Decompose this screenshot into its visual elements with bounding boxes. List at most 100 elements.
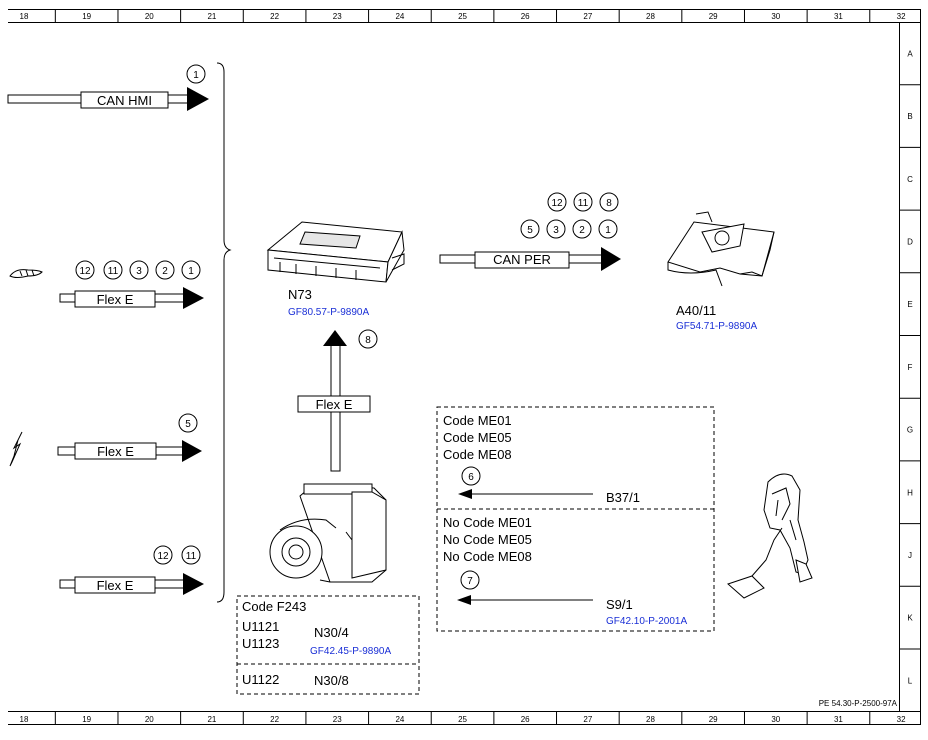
a40-11-display-unit: A40/11 GF54.71-P-9890A [667,211,775,332]
code-box-f243: Code F243 U1121 U1123 N30/4 GF42.45-P-98… [236,595,420,695]
column-label: 27 [583,715,592,724]
column-label: 29 [709,715,718,724]
flex-e-connection-1: Flex E 12 11 3 2 1 [9,260,204,309]
a40-11-label: A40/11 [676,303,716,318]
callout-number: 6 [468,472,474,483]
code-f243-label: Code F243 [242,599,306,614]
column-grid-ticks: 1818191920202121222223232424252526262727… [20,9,906,725]
code-me01: Code ME01 [443,413,512,428]
n30-4-label: N30/4 [314,625,349,640]
column-label: 24 [395,12,404,21]
variant-u1122: U1122 [242,672,279,687]
can-per-connection: CAN PER 12 11 8 5 3 2 1 [439,192,621,271]
sheet-frame [8,9,921,725]
row-label: J [908,551,912,560]
b37-1-label: B37/1 [606,490,640,505]
n73-reference-link[interactable]: GF80.57-P-9890A [288,307,369,318]
code-box-me: Code ME01 Code ME05 Code ME08 6 B37/1 No… [436,406,715,632]
flex-e-label: Flex E [97,578,134,593]
column-label: 27 [583,12,592,21]
s9-1-label: S9/1 [606,597,633,612]
column-label: 31 [834,12,843,21]
column-label: 30 [771,12,780,21]
column-label: 23 [333,12,342,21]
flex-e-vertical-label: Flex E [316,397,353,412]
can-per-label: CAN PER [493,252,551,267]
callout-number: 8 [365,335,371,346]
column-label: 29 [709,12,718,21]
callout-number: 1 [193,70,199,81]
callout-number: 5 [185,419,191,430]
flex-e-vertical-connection: Flex E 8 [297,329,378,472]
column-label: 21 [207,12,216,21]
column-label: 25 [458,12,467,21]
row-label: H [907,488,913,497]
callout-number: 3 [553,225,559,236]
flex-e-label: Flex E [97,292,134,307]
column-label: 23 [333,715,342,724]
column-label: 18 [20,715,29,724]
column-label: 22 [270,12,279,21]
n73-label: N73 [288,287,312,302]
n30-4-reference-link[interactable]: GF42.45-P-9890A [310,646,391,657]
row-label: C [907,175,913,184]
callout-number: 12 [551,198,563,209]
sensor-stub-icon [9,431,23,467]
callout-number: 2 [162,266,168,277]
column-label: 20 [145,12,154,21]
column-label: 28 [646,12,655,21]
column-label: 19 [82,715,91,724]
column-label: 25 [458,715,467,724]
row-label: K [907,614,913,623]
column-label: 32 [897,715,906,724]
a40-11-reference-link[interactable]: GF54.71-P-9890A [676,321,757,332]
row-label: E [907,300,912,309]
callout-number: 3 [136,266,142,277]
column-label: 20 [145,715,154,724]
callout-number: 8 [606,198,612,209]
s9-1-reference-link[interactable]: GF42.10-P-2001A [606,616,687,627]
column-label: 21 [207,715,216,724]
column-label: 22 [270,715,279,724]
callout-number: 11 [578,198,589,209]
column-label: 19 [82,12,91,21]
row-label: G [907,426,913,435]
column-label: 32 [897,12,906,21]
column-label: 31 [834,715,843,724]
hydraulic-unit-n30 [269,483,387,583]
no-code-me01: No Code ME01 [443,515,532,530]
callout-number: 11 [108,266,119,277]
no-code-me05: No Code ME05 [443,532,532,547]
column-label: 26 [521,715,530,724]
row-label: D [907,237,913,246]
column-label: 30 [771,715,780,724]
variant-u1123: U1123 [242,636,279,651]
callout-number: 2 [579,225,585,236]
callout-number: 11 [186,551,197,562]
can-hmi-connection: CAN HMI 1 [7,64,209,111]
n30-8-label: N30/8 [314,673,349,688]
flex-e-label: Flex E [97,444,134,459]
callout-number: 7 [467,576,473,587]
column-label: 24 [395,715,404,724]
group-brace [216,62,232,603]
no-code-me08: No Code ME08 [443,549,532,564]
callout-number: 12 [157,551,169,562]
row-label: B [907,112,912,121]
variant-u1121: U1121 [242,619,279,634]
column-label: 18 [20,12,29,21]
can-hmi-label: CAN HMI [97,93,152,108]
callout-number: 1 [605,225,611,236]
row-label: F [908,363,913,372]
n73-control-unit: N73 GF80.57-P-9890A [266,221,405,318]
brake-pedal-assembly [727,473,813,599]
drawing-number: PE 54.30-P-2500-97A [819,699,898,708]
flex-e-connection-2: Flex E 5 [9,413,202,467]
connector-stub-icon [9,269,43,278]
callout-number: 12 [79,266,91,277]
callout-number: 5 [527,225,533,236]
callout-number: 1 [188,266,194,277]
